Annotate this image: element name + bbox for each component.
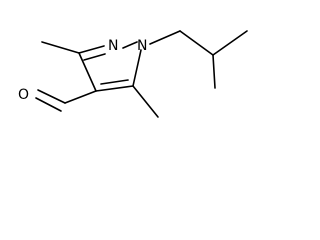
- background: [0, 0, 269, 140]
- bond-c5-n1: [132, 49, 142, 87]
- atom-label-n2: N: [108, 38, 118, 54]
- structure-canvas: N N O: [0, 0, 269, 140]
- bond-n1-ch2: [149, 30, 181, 45]
- atom-label-n1: N: [137, 38, 147, 54]
- bond-ch-ch3b: [212, 54, 216, 89]
- bond-c4-cho: [64, 90, 97, 104]
- bond-c3-c4: [78, 52, 97, 92]
- bond-c4-c5-double: [100, 79, 129, 85]
- bond-c3-n2-double: [83, 53, 106, 61]
- bond-ch2-ch: [179, 30, 214, 56]
- bond-c5-methyl: [132, 85, 159, 118]
- bond-cho-o-double: [35, 97, 62, 112]
- bond-ch-ch3a: [212, 30, 248, 56]
- bond-c3-n2: [78, 45, 105, 54]
- bond-cho-o: [37, 89, 66, 104]
- bond-c3-methyl: [41, 41, 80, 54]
- bond-c4-c5: [95, 85, 134, 92]
- bond-n2-n1: [122, 41, 138, 49]
- atom-label-o: O: [18, 87, 29, 103]
- molecule-diagram: N N O: [0, 0, 269, 140]
